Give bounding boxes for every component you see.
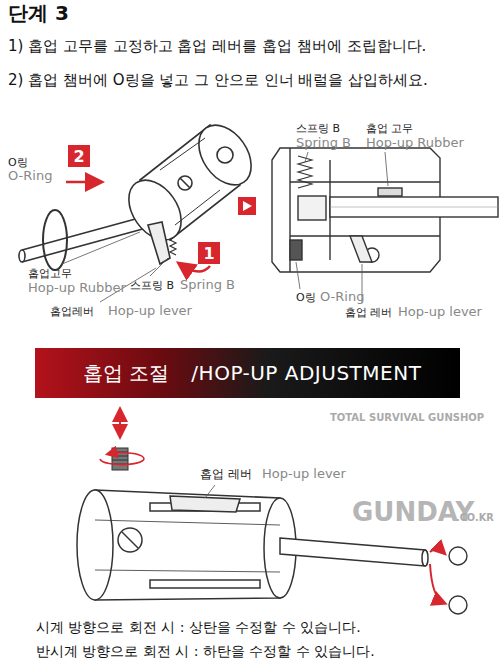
leader-lines [296, 152, 388, 303]
part-name: O링 [296, 292, 316, 305]
part-name-en: Spring B [180, 278, 235, 293]
leader-line [205, 485, 215, 498]
section-banner: 홉업 조절/HOP-UP ADJUSTMENT [35, 348, 460, 398]
step-title: 단계 3 [8, 2, 69, 25]
part-name: 홉업 레버 [345, 307, 393, 320]
bb [449, 547, 467, 565]
part-name: 스프링 B [130, 280, 174, 293]
part-name-en: Spring B [296, 136, 351, 151]
watermark: .CO.KR [456, 512, 494, 523]
callout-number: 1 [198, 242, 220, 264]
part-name-en: O-Ring [320, 290, 364, 305]
step-arrow [238, 197, 256, 215]
part-name-en: Hop-up lever [108, 304, 192, 319]
rotation-arrow [100, 453, 144, 465]
part-name: O링 [8, 157, 28, 170]
node-text: 홉업 조절 [83, 360, 169, 387]
part-name-en: O-Ring [8, 169, 52, 184]
part-name-en: Hop-up lever [398, 305, 482, 320]
part-name-en: Hop-up lever [262, 467, 346, 482]
part-name-en: Hop-up Rubber [366, 136, 464, 151]
note: 반시계 방향으로 회전 시 : 하탄을 수정할 수 있습니다. [36, 643, 375, 659]
bb [449, 596, 467, 614]
callout-number: 2 [68, 145, 90, 167]
instruction: 1) 홉업 고무를 고정하고 홉업 레버를 홉업 챔버에 조립합니다. [8, 38, 426, 55]
insert-arrow [66, 181, 100, 184]
part-name: 홉업레버 [50, 306, 94, 319]
part-name: 홉업 레버 [200, 468, 252, 482]
section-view [272, 148, 498, 272]
up-shot-arrow [430, 549, 444, 553]
watermark: TOTAL SURVIVAL GUNSHOP [330, 412, 484, 424]
setscrew [112, 448, 128, 470]
node-text: 1 [203, 244, 214, 263]
watermark: GUNDAY [352, 498, 474, 528]
part-name: 스프링 B [296, 123, 340, 136]
assemble-arrow [180, 264, 210, 272]
part-name-en: Hop-up Rubber [28, 281, 126, 296]
updown-arrow [119, 410, 121, 436]
node-subtext: /HOP-UP ADJUSTMENT [191, 361, 421, 385]
chamber [77, 490, 296, 600]
inner-barrel [280, 538, 428, 566]
instruction: 2) 홉업 챔버에 O링을 넣고 그 안으로 인너 배럴을 삽입하세요. [8, 72, 428, 89]
node-text: 2 [73, 147, 84, 166]
part-name: 홉업고무 [28, 268, 72, 281]
assembly-view [19, 115, 262, 270]
note: 시계 방향으로 회전 시 : 상탄을 수정할 수 있습니다. [36, 619, 361, 635]
down-shot-arrow [430, 564, 444, 603]
part-name: 홉업 고무 [366, 123, 414, 136]
